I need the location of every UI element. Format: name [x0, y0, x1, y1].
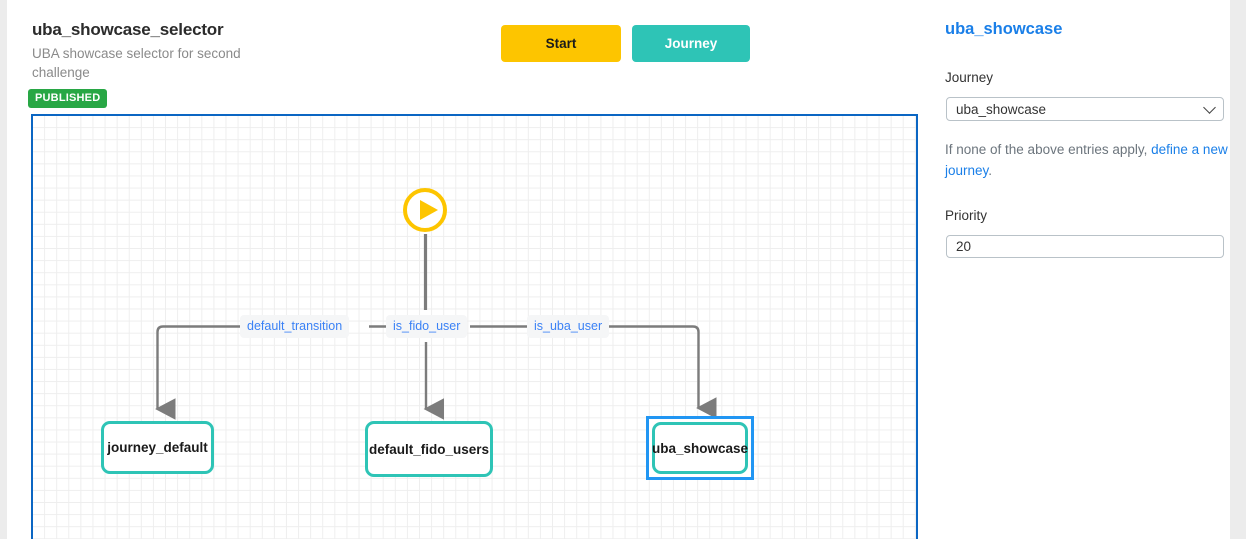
helper-suffix: .: [988, 163, 993, 178]
play-circle-icon[interactable]: [403, 188, 447, 232]
transition-label-default-transition[interactable]: default_transition: [240, 315, 350, 338]
priority-input[interactable]: [946, 235, 1224, 258]
define-new-journey-link[interactable]: define a new journey: [945, 142, 1228, 178]
helper-prefix: If none of the above entries apply,: [945, 142, 1152, 157]
node-selection-outline[interactable]: uba_showcase: [646, 416, 754, 480]
main-card: uba_showcase_selector UBA showcase selec…: [7, 0, 1230, 539]
flow-graph: default_transition is_fido_user is_uba_u…: [33, 116, 916, 539]
node-uba-showcase[interactable]: uba_showcase: [652, 422, 748, 474]
transition-label-is-fido-user[interactable]: is_fido_user: [386, 315, 468, 338]
journey-button[interactable]: Journey: [632, 25, 750, 62]
journey-helper-text: If none of the above entries apply, defi…: [945, 139, 1230, 181]
node-default-fido-users[interactable]: default_fido_users: [365, 421, 493, 477]
page-title: uba_showcase_selector: [32, 20, 224, 39]
transition-label-is-uba-user[interactable]: is_uba_user: [527, 315, 610, 338]
page-subtitle: UBA showcase selector for second challen…: [32, 46, 241, 80]
flow-connectors: [155, 234, 717, 420]
node-journey-default[interactable]: journey_default: [101, 421, 214, 474]
status-badge: PUBLISHED: [28, 89, 108, 108]
priority-field-label: Priority: [945, 208, 988, 223]
journey-select[interactable]: uba_showcase: [946, 97, 1224, 121]
panel-title: uba_showcase: [945, 20, 1063, 38]
journey-field-label: Journey: [945, 70, 994, 85]
play-triangle-icon: [420, 200, 438, 220]
flow-canvas[interactable]: default_transition is_fido_user is_uba_u…: [31, 114, 918, 539]
page-right-gutter: [1230, 0, 1246, 539]
start-button[interactable]: Start: [501, 25, 621, 62]
